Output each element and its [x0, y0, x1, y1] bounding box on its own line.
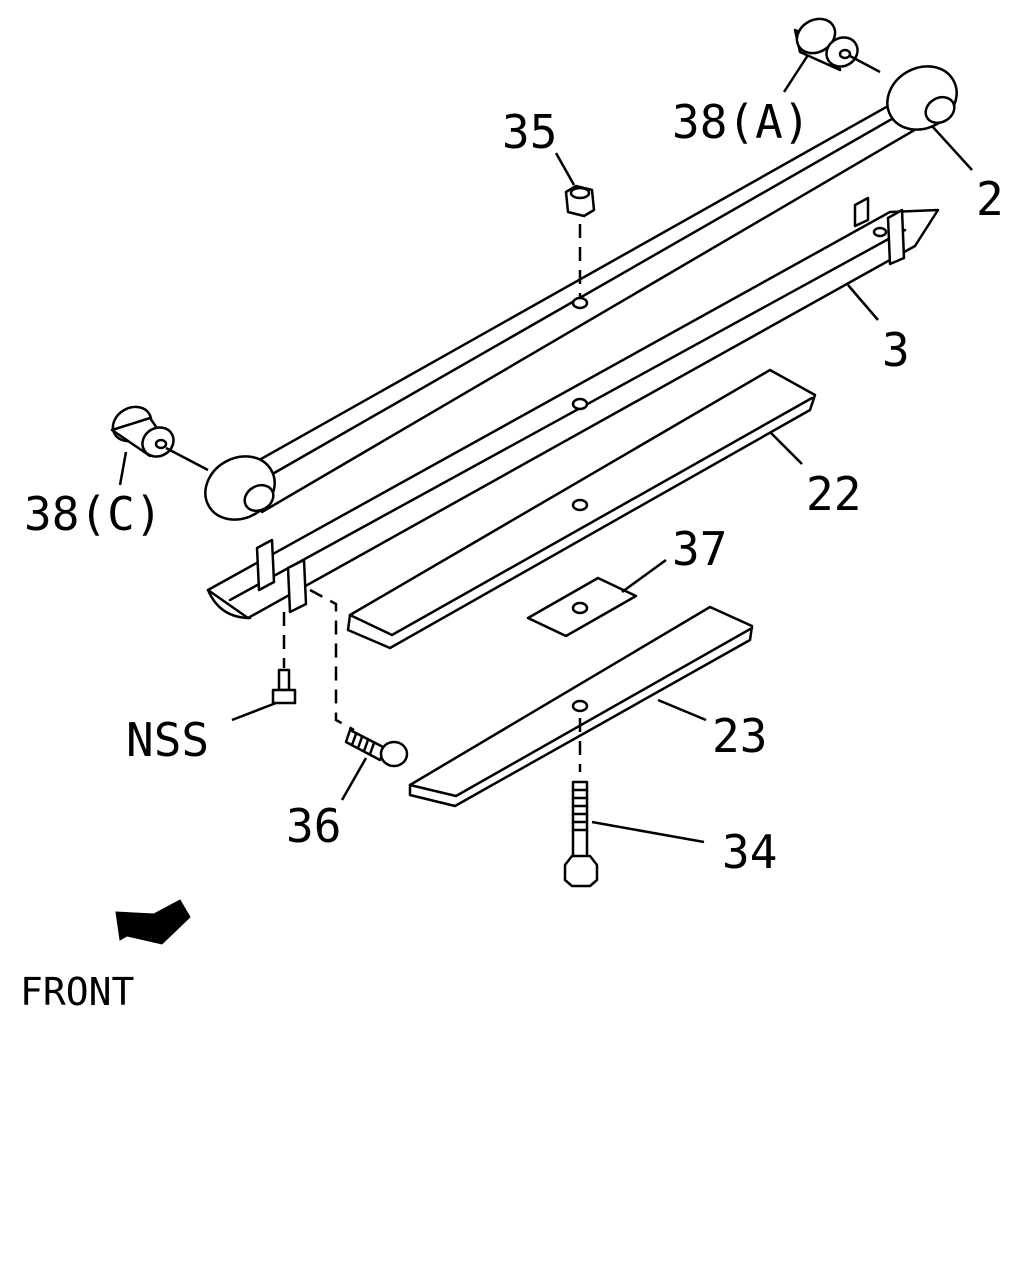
leader-lines	[118, 54, 973, 844]
callout-labels: 38(A) 35 2 3 22 38(C) 37 NSS 23 36 34	[24, 95, 1004, 879]
callout-nss: NSS	[126, 713, 209, 767]
bolt-36	[309, 588, 409, 768]
nss-fastener	[271, 612, 297, 705]
nut-35	[564, 184, 596, 298]
callout-23: 23	[712, 709, 767, 763]
callout-38c: 38(C)	[24, 487, 162, 541]
bushing-38a	[793, 17, 881, 74]
callout-35: 35	[502, 105, 557, 159]
callout-2: 2	[976, 172, 1004, 226]
leaf-22	[346, 368, 817, 650]
bushing-38c	[110, 405, 209, 472]
front-label: FRONT	[20, 970, 134, 1014]
front-arrow-icon	[115, 899, 191, 945]
main-leaf-spring	[204, 65, 958, 521]
callout-38a: 38(A)	[672, 95, 810, 149]
leaf-23	[408, 605, 754, 808]
shim-37	[526, 576, 638, 638]
front-indicator: FRONT	[20, 899, 191, 1014]
callout-36: 36	[286, 799, 341, 853]
second-leaf	[206, 196, 940, 620]
callout-22: 22	[806, 467, 861, 521]
callout-34: 34	[722, 825, 777, 879]
callout-3: 3	[882, 323, 910, 377]
callout-37: 37	[672, 522, 727, 576]
center-bolt-34	[563, 718, 599, 888]
